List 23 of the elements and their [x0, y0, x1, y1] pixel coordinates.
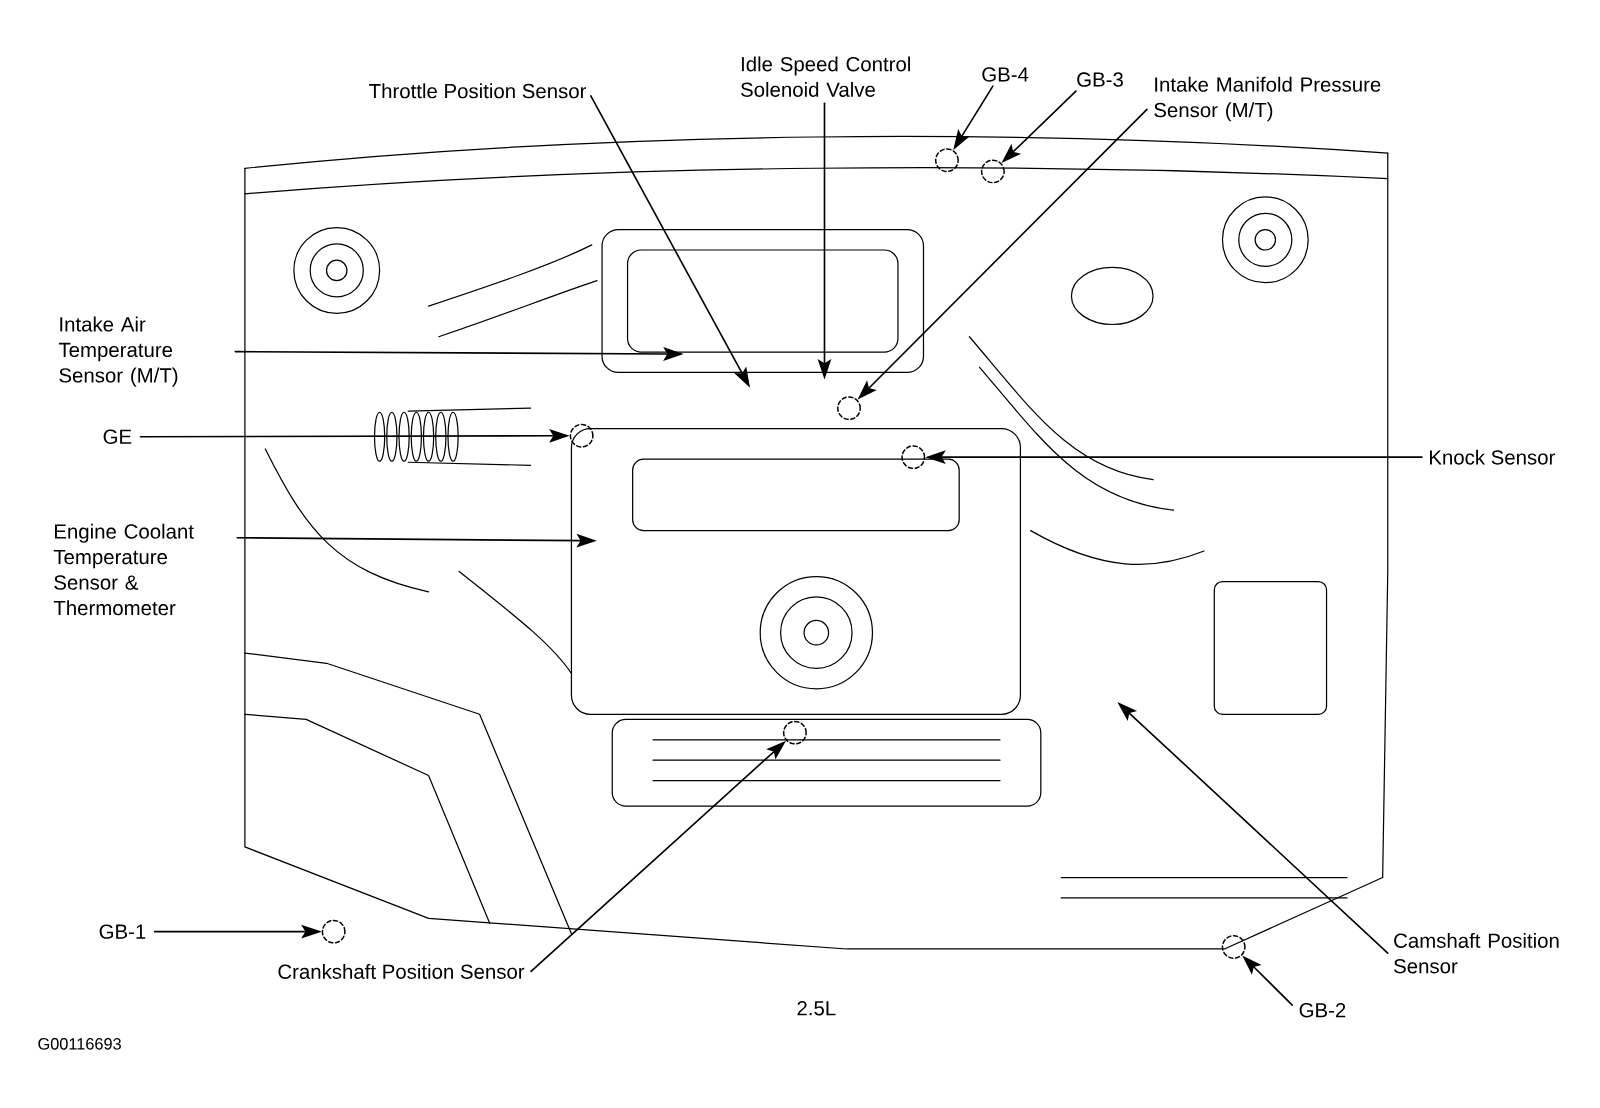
callout-label: GB-1 — [99, 924, 146, 939]
callout-label: GB-2 — [1299, 1002, 1346, 1018]
location-circle — [569, 423, 594, 448]
callout-label: Engine Coolant Temperature Sensor & Thermometer — [53, 523, 194, 616]
location-circle — [782, 720, 807, 745]
callout-label: Idle Speed Control Solenoid Valve — [741, 56, 910, 97]
callout-label: GB-3 — [1077, 72, 1123, 87]
figure-id: G00116693 — [38, 1038, 121, 1050]
engine-size-label: 2.5L — [797, 1000, 836, 1016]
callout-label: Throttle Position Sensor — [369, 83, 587, 99]
callout-label: GB-4 — [982, 67, 1029, 82]
location-circle — [980, 159, 1005, 184]
location-circle — [934, 148, 959, 173]
callout-label: Crankshaft Position Sensor — [278, 963, 525, 979]
callout-label: Intake Air Temperature Sensor (M/T) — [58, 316, 178, 387]
location-circle — [837, 396, 861, 421]
callout-label: GE — [103, 429, 132, 444]
location-circle — [321, 919, 346, 944]
callout-label: Intake Manifold Pressure Sensor (M/T) — [1154, 76, 1381, 122]
location-circle — [1221, 934, 1246, 959]
callout-label: Camshaft Position Sensor — [1394, 932, 1559, 974]
location-circle — [901, 445, 926, 470]
callout-label: Knock Sensor — [1430, 449, 1555, 465]
